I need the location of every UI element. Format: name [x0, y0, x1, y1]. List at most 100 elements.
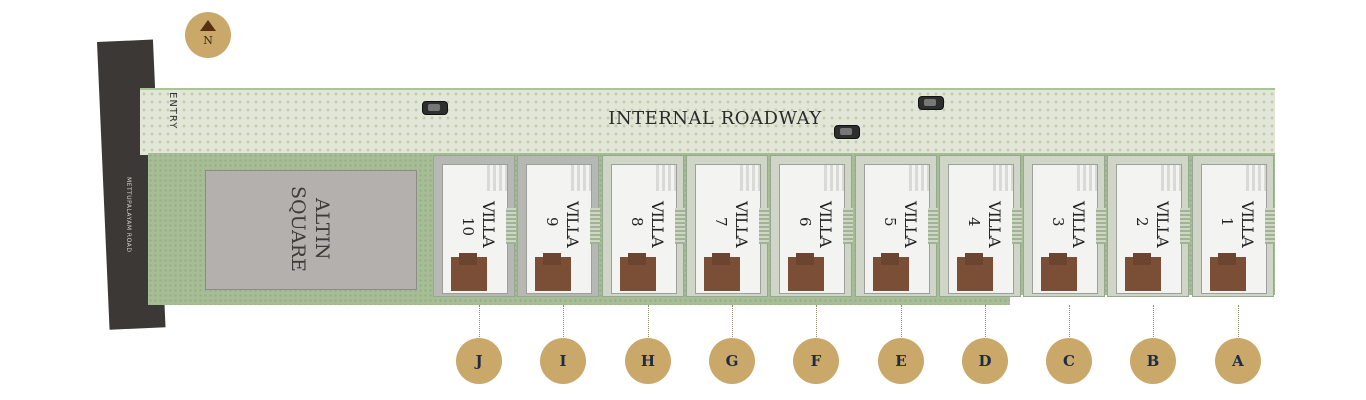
internal-roadway: [140, 88, 1275, 155]
villa-number-label: 9: [543, 217, 561, 227]
main-road-label: METTUPALAYAM ROAD: [125, 177, 132, 253]
parking-bays: [1246, 165, 1266, 191]
villa-badge-i[interactable]: I: [540, 338, 586, 384]
villa-deck-step: [1133, 253, 1151, 265]
north-arrow-icon: [200, 20, 216, 31]
villa-deck-step: [459, 253, 477, 265]
villa-word-label: VILLA: [732, 201, 751, 247]
parking-bays: [571, 165, 591, 191]
villa-steps: [1265, 208, 1275, 244]
parking-bays: [824, 165, 844, 191]
internal-roadway-label: INTERNAL ROADWAY: [608, 108, 822, 129]
villa-leader-line: [479, 305, 480, 337]
villa-badge-f[interactable]: F: [793, 338, 839, 384]
villa-leader-line: [816, 305, 817, 337]
villa-steps: [590, 208, 600, 244]
villa-number-label: 1: [1218, 217, 1236, 227]
villa-word-label: VILLA: [479, 201, 498, 247]
villa-steps: [843, 208, 853, 244]
villa-word-label: VILLA: [985, 201, 1004, 247]
villa-badge-e[interactable]: E: [878, 338, 924, 384]
parking-bays: [909, 165, 929, 191]
altin-square-label: ALTIN SQUARE: [287, 186, 333, 272]
villa-number-label: 7: [712, 217, 730, 227]
villa-number-label: 8: [628, 217, 646, 227]
villa-steps: [1180, 208, 1190, 244]
car-icon: [918, 96, 944, 110]
parking-bays: [1161, 165, 1181, 191]
villa-word-label: VILLA: [901, 201, 920, 247]
villa-steps: [506, 208, 516, 244]
villa-number-label: 2: [1133, 217, 1151, 227]
entry-label: ENTRY: [167, 92, 178, 130]
north-label: N: [203, 34, 213, 47]
car-icon: [834, 125, 860, 139]
villa-deck-step: [881, 253, 899, 265]
villa-leader-line: [648, 305, 649, 337]
villa-badge-a[interactable]: A: [1215, 338, 1261, 384]
villa-deck-step: [1049, 253, 1067, 265]
parking-bays: [656, 165, 676, 191]
parking-bays: [993, 165, 1013, 191]
villa-number-label: 6: [796, 217, 814, 227]
villa-word-label: VILLA: [648, 201, 667, 247]
villa-steps: [1096, 208, 1106, 244]
villa-leader-line: [901, 305, 902, 337]
villa-badge-d[interactable]: D: [962, 338, 1008, 384]
villa-word-label: VILLA: [1238, 201, 1257, 247]
villa-deck-step: [796, 253, 814, 265]
villa-leader-line: [732, 305, 733, 337]
car-icon: [422, 101, 448, 115]
villa-steps: [1012, 208, 1022, 244]
villa-deck-step: [543, 253, 561, 265]
villa-leader-line: [1069, 305, 1070, 337]
villa-word-label: VILLA: [1153, 201, 1172, 247]
villa-deck-step: [628, 253, 646, 265]
parking-bays: [1077, 165, 1097, 191]
villa-badge-b[interactable]: B: [1130, 338, 1176, 384]
villa-leader-line: [563, 305, 564, 337]
villa-steps: [675, 208, 685, 244]
villa-leader-line: [985, 305, 986, 337]
villa-badge-c[interactable]: C: [1046, 338, 1092, 384]
villa-steps: [759, 208, 769, 244]
villa-number-label: 10: [459, 217, 477, 237]
parking-bays: [487, 165, 507, 191]
villa-deck-step: [712, 253, 730, 265]
villa-number-label: 5: [881, 217, 899, 227]
villa-badge-j[interactable]: J: [456, 338, 502, 384]
villa-leader-line: [1238, 305, 1239, 337]
villa-badge-g[interactable]: G: [709, 338, 755, 384]
villa-number-label: 3: [1049, 217, 1067, 227]
altin-square-block[interactable]: [205, 170, 417, 290]
villa-deck-step: [965, 253, 983, 265]
villa-word-label: VILLA: [563, 201, 582, 247]
villa-number-label: 4: [965, 217, 983, 227]
villa-word-label: VILLA: [1069, 201, 1088, 247]
parking-bays: [740, 165, 760, 191]
villa-badge-h[interactable]: H: [625, 338, 671, 384]
lawn-edge: [1010, 295, 1275, 305]
villa-word-label: VILLA: [816, 201, 835, 247]
villa-deck-step: [1218, 253, 1236, 265]
